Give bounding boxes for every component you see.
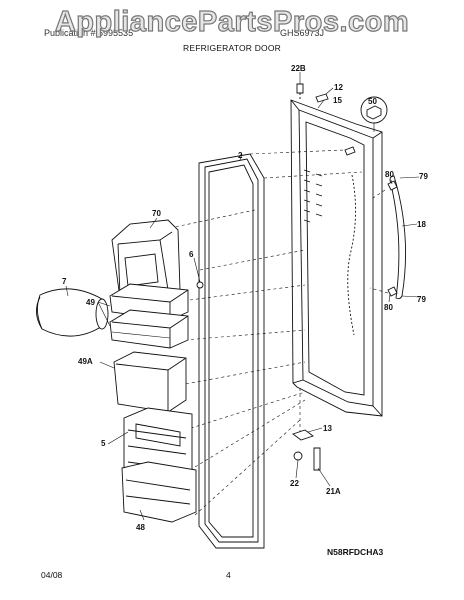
footer-date: 04/08 xyxy=(41,570,63,580)
door-gasket xyxy=(198,153,265,549)
part-label-13: 13 xyxy=(323,424,332,433)
part-label-49: 49 xyxy=(86,298,95,307)
part-label-12: 12 xyxy=(334,83,343,92)
part-label-70: 70 xyxy=(152,209,161,218)
part-label-80-upper: 80 xyxy=(385,170,394,179)
part-label-22: 22 xyxy=(290,479,299,488)
part-label-79-upper: 79 xyxy=(419,172,428,181)
diagram-code: N58RFDCHA3 xyxy=(327,547,384,557)
part-label-21a: 21A xyxy=(326,487,341,496)
part-label-5: 5 xyxy=(101,439,106,448)
part-label-80-lower: 80 xyxy=(384,303,393,312)
part-label-7: 7 xyxy=(62,277,67,286)
model-number: GHS6973J xyxy=(280,28,325,38)
part-label-2: 2 xyxy=(238,151,243,160)
section-title: REFRIGERATOR DOOR xyxy=(182,43,281,53)
publication-number: Publication # 5995535 xyxy=(44,28,134,38)
part-label-18: 18 xyxy=(417,220,426,229)
part-label-50: 50 xyxy=(368,97,377,106)
part-label-6: 6 xyxy=(189,250,194,259)
door-handle xyxy=(387,175,407,300)
watermark: AppliancePartsPros.com xyxy=(54,5,410,38)
door-shelf-lower xyxy=(113,351,187,413)
part-label-22b: 22B xyxy=(291,64,306,73)
page-number: 4 xyxy=(226,570,231,580)
door-bin-bottom xyxy=(121,461,197,523)
door-bin-assembly xyxy=(123,407,193,481)
part-label-79-lower: 79 xyxy=(417,295,426,304)
part-label-49a: 49A xyxy=(78,357,93,366)
part-label-48: 48 xyxy=(136,523,145,532)
door-panel xyxy=(290,99,383,417)
dairy-door xyxy=(36,288,109,337)
part-label-15: 15 xyxy=(333,96,342,105)
door-shelf-middle xyxy=(109,309,189,349)
